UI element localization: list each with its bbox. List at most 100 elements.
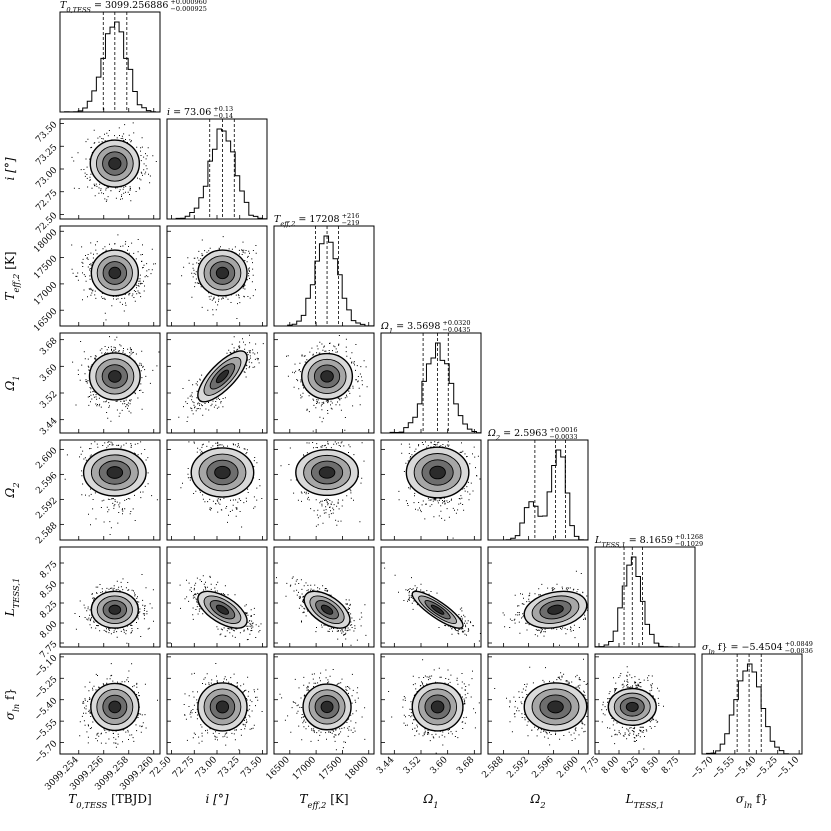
title-plus-Teff2: +216 (342, 212, 360, 220)
x-tick-label-sigma-1: −5.55 (710, 755, 737, 782)
y-tick-label-Omega2-3: 2.600 (34, 446, 59, 471)
hist-panel-T0: T0,TESS = 3099.256886 +0.000960−0.000925 (59, 0, 207, 113)
title-minus-i: −0.14 (213, 112, 233, 120)
contour-level-3 (215, 369, 230, 384)
x-tick-label-i-4: 73.50 (239, 755, 264, 780)
x-tick-label-i-3: 73.25 (217, 755, 242, 780)
x-tick-label-L1-3: 8.50 (640, 755, 661, 776)
contour-level-3 (547, 700, 564, 714)
panel-frame (273, 653, 375, 755)
svg-text:Ω2 = 2.5963: Ω2 = 2.5963 (487, 428, 547, 442)
scatter-panel-Omega2-Teff2 (273, 439, 375, 541)
title-minus-T0: −0.000925 (170, 5, 206, 13)
contour-level-3 (318, 466, 336, 479)
contour-level-3 (320, 700, 334, 714)
panel-frame (380, 332, 482, 434)
y-tick-label-Teff2-0: 16500 (32, 306, 60, 334)
scatter-points (180, 441, 263, 528)
contour-level-3 (215, 266, 230, 280)
title-minus-Omega2: −0.0033 (549, 433, 577, 441)
panel-frame (273, 546, 375, 648)
x-tick-label-i-1: 72.75 (171, 755, 196, 780)
histogram-T0 (60, 21, 160, 113)
panel-frame (594, 653, 696, 755)
y-axis-label-Teff2: Teff,2 [K] (3, 251, 21, 300)
svg-text:i = 73.06: i = 73.06 (167, 107, 211, 118)
panel-frame (59, 225, 161, 327)
x-axis-label-L1: LTESS,1 (625, 792, 665, 810)
contour-level-3 (429, 465, 446, 480)
y-tick-label-Teff2-2: 17500 (32, 254, 60, 282)
x-tick-label-Omega2-3: 2.600 (555, 755, 580, 780)
y-tick-label-Omega1-1: 3.52 (38, 389, 59, 410)
x-tick-label-Omega1-0: 3.44 (375, 755, 396, 776)
panel-frame (273, 439, 375, 541)
title-plus-sigma: +0.0849 (785, 640, 813, 648)
y-tick-label-i-2: 73.00 (34, 165, 59, 190)
y-tick-label-sigma-3: −5.25 (33, 675, 60, 702)
svg-text:σln f}: σln f} (736, 792, 768, 810)
contour-level-3 (430, 604, 445, 615)
title-i: i = 73.06 +0.13−0.14 (167, 105, 233, 120)
svg-text:Teff,2 [K]: Teff,2 [K] (299, 792, 348, 810)
title-plus-T0: +0.000960 (170, 0, 206, 6)
title-L1: LTESS,1 = 8.1659 +0.1268−0.1029 (594, 533, 703, 549)
x-tick-label-L1-4: 8.75 (660, 755, 681, 776)
x-tick-label-Omega1-1: 3.52 (402, 755, 423, 776)
hist-panel-L1: LTESS,1 = 8.1659 +0.1268−0.1029 (594, 533, 703, 648)
x-axis-label-Teff2: Teff,2 [K] (299, 792, 348, 810)
scatter-panel-Omega2-i (166, 439, 268, 541)
y-tick-label-i-3: 73.25 (34, 143, 59, 168)
x-tick-label-Omega2-1: 2.592 (505, 755, 530, 780)
contour-level-3 (108, 266, 122, 280)
scatter-panel-Omega2-Omega1 (380, 439, 482, 541)
svg-text:σln f}: σln f} (3, 688, 21, 720)
histogram-i (167, 128, 268, 220)
y-tick-label-Omega2-0: 2.588 (34, 521, 59, 546)
x-axis-label-Omega2: Ω2 (529, 792, 545, 810)
title-minus-L1: −0.1029 (675, 540, 703, 548)
panel-frame (273, 225, 375, 327)
y-axis-label-sigma: σln f} (3, 688, 21, 720)
panel-frame (273, 332, 375, 434)
x-axis-label-i: i [°] (205, 792, 228, 806)
contour-level-3 (106, 466, 124, 479)
y-axis-label-i: i [°] (3, 157, 17, 180)
panel-frame (380, 439, 482, 541)
y-tick-label-Omega2-2: 2.596 (34, 471, 59, 496)
contour-level-3 (625, 701, 639, 712)
y-axis-label-Omega2: Ω2 (3, 482, 21, 498)
svg-text:i [°]: i [°] (205, 792, 228, 806)
contour-level-3 (108, 700, 122, 714)
x-axis-label-T0: T0,TESS [TBJD] (68, 792, 151, 810)
y-tick-label-i-1: 72.75 (34, 188, 59, 213)
panel-frame (380, 653, 482, 755)
svg-text:i [°]: i [°] (3, 157, 17, 180)
panel-frame (487, 439, 589, 541)
y-tick-label-sigma-2: −5.40 (33, 696, 60, 723)
contour-level-3 (214, 465, 231, 480)
scatter-panel-Teff2-i (166, 225, 268, 327)
contour-level-3 (320, 604, 334, 615)
svg-text:σln f} = −5.4504: σln f} = −5.4504 (702, 642, 783, 656)
panel-frame (487, 653, 589, 755)
y-tick-label-Teff2-1: 17000 (32, 280, 60, 308)
title-plus-i: +0.13 (213, 105, 233, 113)
histogram-Omega1 (381, 342, 482, 434)
y-axis-label-Omega1: Ω1 (3, 375, 21, 391)
scatter-panel-L1-Teff2 (273, 546, 375, 648)
x-tick-label-Teff2-2: 17500 (317, 755, 345, 783)
x-tick-label-Teff2-0: 16500 (265, 755, 293, 783)
histogram-L1 (594, 556, 695, 648)
title-plus-Omega2: +0.0016 (549, 426, 577, 434)
contour-level-3 (547, 604, 564, 615)
scatter-panel-sigma-T0: 3099.2543099.2563099.2583099.260−5.70−5.… (33, 653, 161, 792)
x-tick-label-L1-1: 8.00 (600, 755, 621, 776)
panel-frame (59, 11, 161, 113)
x-tick-label-Teff2-3: 18000 (344, 755, 372, 783)
